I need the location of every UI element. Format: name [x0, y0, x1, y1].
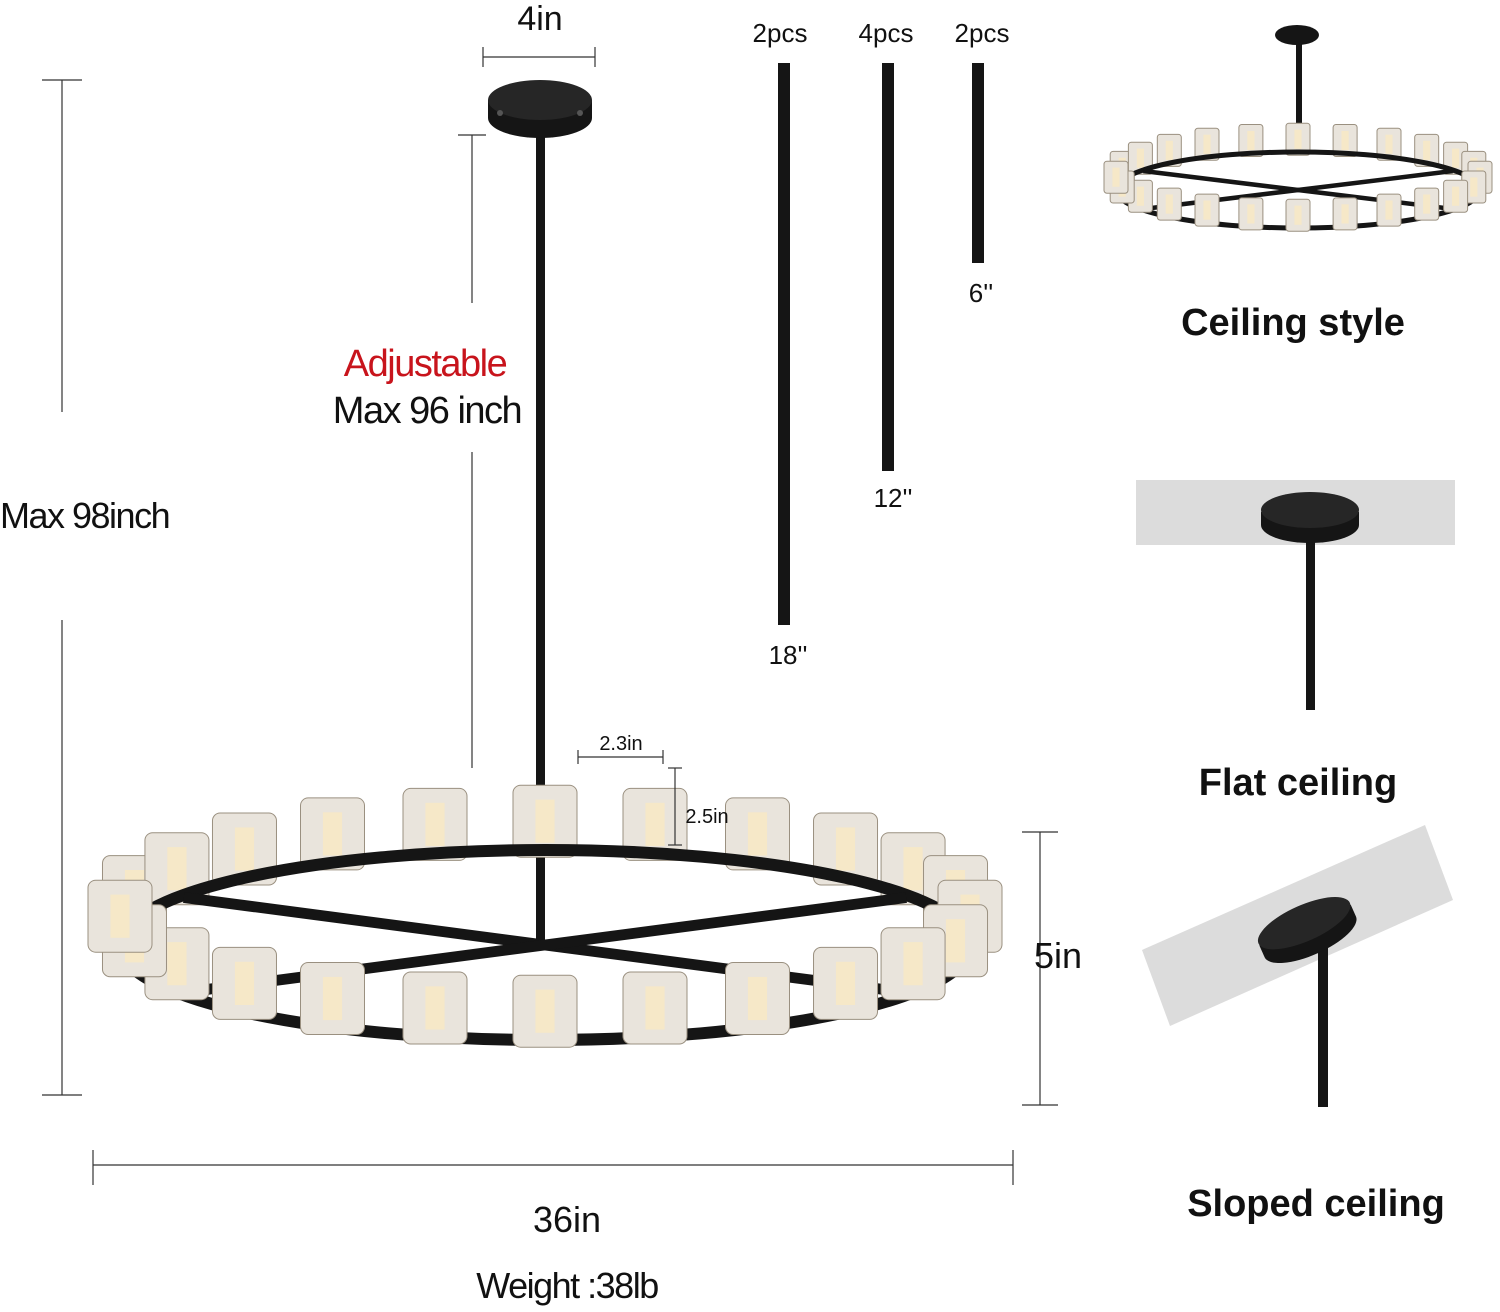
shade-width-dimension: 2.3in [577, 733, 664, 764]
sloped-ceiling-panel: Sloped ceiling [1142, 825, 1453, 1225]
body-height-label: 5in [1034, 935, 1082, 976]
shade-height-dimension: 2.5in [668, 767, 729, 846]
flat-ceiling-label: Flat ceiling [1199, 762, 1397, 804]
total-height-dimension: Max 98inch [0, 79, 171, 1096]
mini-chandelier [1103, 122, 1493, 232]
rod-length: 6'' [969, 278, 993, 308]
ceiling-style-panel: Ceiling style [1103, 25, 1493, 344]
total-height-label: Max 98inch [0, 495, 169, 536]
rod-12-inch: 4pcs 12'' [859, 18, 914, 513]
adjustable-dimension: Adjustable Max 96 inch [333, 134, 523, 768]
adjustable-label: Adjustable [344, 343, 507, 385]
shade-width-label: 2.3in [599, 733, 642, 755]
rod-18-inch: 2pcs 18'' [753, 18, 808, 670]
rod-qty: 2pcs [955, 18, 1010, 48]
rod-6-inch: 2pcs 6'' [955, 18, 1010, 308]
body-height-dimension: 5in [1022, 831, 1082, 1106]
diameter-dimension: 36in Weight :38lb [92, 1150, 1014, 1306]
flat-ceiling-panel: Flat ceiling [1136, 480, 1455, 804]
chandelier-body [87, 784, 1003, 1048]
ceiling-style-label: Ceiling style [1181, 302, 1405, 344]
sloped-ceiling-label: Sloped ceiling [1187, 1183, 1445, 1225]
rod-length: 12'' [874, 483, 913, 513]
main-canopy [488, 80, 592, 940]
weight-label: Weight :38lb [476, 1265, 658, 1306]
rod-qty: 4pcs [859, 18, 914, 48]
adjustable-max-label: Max 96 inch [333, 390, 521, 432]
rod-length: 18'' [769, 640, 808, 670]
canopy-width-label: 4in [517, 0, 562, 38]
rod-qty: 2pcs [753, 18, 808, 48]
shade-height-label: 2.5in [685, 806, 728, 828]
canopy-width-dimension: 4in [482, 0, 596, 67]
diameter-label: 36in [533, 1199, 601, 1240]
